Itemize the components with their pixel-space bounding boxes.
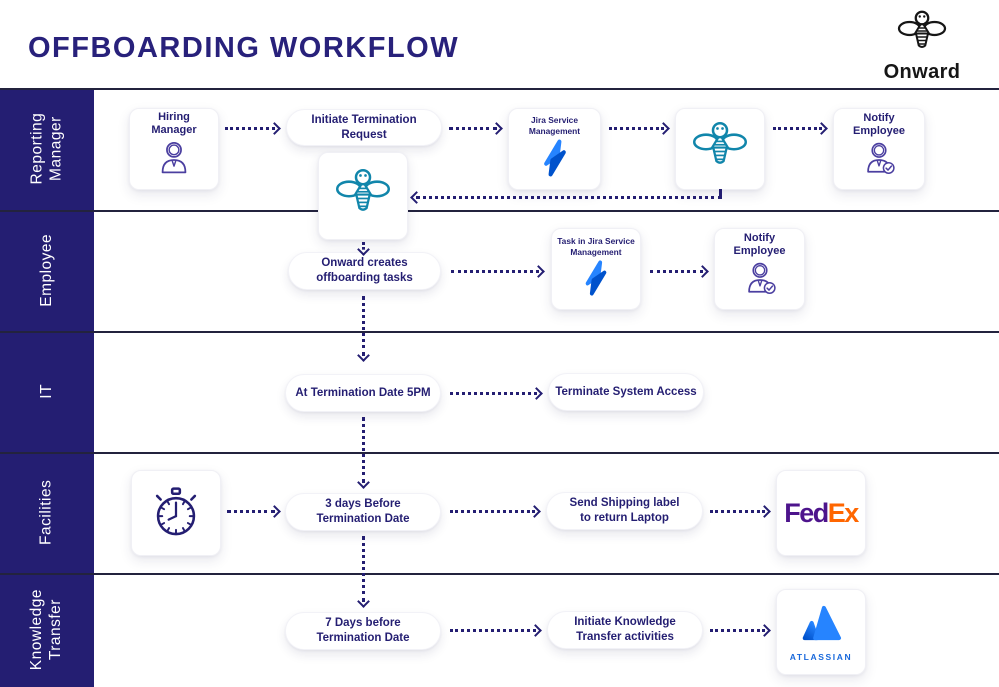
lane-label-facilities: Facilities (37, 479, 55, 546)
lane-divider (0, 331, 999, 333)
dotted-arrow-right (609, 121, 670, 135)
stopwatch-icon (144, 479, 208, 548)
card-stopwatch (131, 470, 221, 556)
atlassian-icon (792, 602, 850, 649)
onward-logo: Onward (867, 8, 977, 84)
page-title: OFFBOARDING WORKFLOW (28, 32, 460, 64)
pill-initiate-termination-request: Initiate Termination Request (286, 109, 442, 146)
dotted-arrow-right (710, 623, 771, 637)
swimlane-sidebar (0, 88, 94, 687)
onward-bee-icon (334, 166, 392, 227)
card-onward-bee-right (675, 108, 765, 190)
dotted-arrow-right (449, 121, 503, 135)
pill-7-days-before-termination-date: 7 Days before Termination Date (285, 612, 441, 650)
jira-service-management-icon (579, 259, 613, 302)
pill-onward-creates-offboarding-tasks: Onward creates offboarding tasks (288, 252, 441, 290)
dotted-arrow-down (356, 536, 370, 608)
person-check-icon (737, 259, 783, 306)
card-hiring-manager: Hiring Manager (129, 108, 219, 190)
pill-terminate-system-access: Terminate System Access (548, 373, 704, 411)
lane-label-employee: Employee (37, 234, 55, 307)
fedex-wordmark: FedEx (784, 497, 859, 528)
dotted-arrow-down (356, 417, 370, 489)
dotted-arrow-right (451, 264, 545, 278)
card-jira-service-management: Jira Service Management (508, 108, 601, 190)
card-notify-employee-manager: Notify Employee (833, 108, 925, 190)
onward-bee-icon (691, 119, 749, 180)
pill-3-days-before-termination-date: 3 days Before Termination Date (285, 493, 441, 531)
dotted-arrow-right (450, 386, 543, 400)
atlassian-wordmark: ATLASSIAN (789, 652, 853, 662)
dotted-arrow-right (650, 264, 709, 278)
dotted-arrow-right (227, 504, 281, 518)
dotted-arrow-right (450, 504, 541, 518)
pill-send-shipping-label: Send Shipping label to return Laptop (546, 492, 703, 530)
lane-label-knowledge-transfer: Knowledge Transfer (28, 589, 64, 671)
card-fedex: FedEx (776, 470, 866, 556)
card-task-in-jira-service-management: Task in Jira Service Management (551, 228, 641, 310)
card-notify-employee: Notify Employee (714, 228, 805, 310)
lane-label-it: IT (37, 384, 55, 399)
dotted-arrow-right (450, 623, 542, 637)
pill-initiate-knowledge-transfer: Initiate Knowledge Transfer activities (547, 611, 703, 649)
lane-divider (0, 452, 999, 454)
person-icon (152, 138, 196, 187)
dotted-connector (719, 189, 722, 196)
jira-service-management-icon (537, 138, 573, 183)
lane-divider (0, 88, 999, 90)
bee-icon (895, 8, 949, 63)
card-atlassian: ATLASSIAN (776, 589, 866, 675)
lane-label-reporting-manager: Reporting Manager (28, 113, 64, 185)
lane-divider (0, 573, 999, 575)
dotted-arrow-down (356, 296, 370, 362)
dotted-arrow-right (710, 504, 771, 518)
pill-at-termination-date-5pm: At Termination Date 5PM (285, 374, 441, 412)
lane-divider (0, 210, 999, 212)
dotted-arrow-right (773, 121, 828, 135)
card-onward-bee-left (318, 152, 408, 240)
dotted-arrow-right (225, 121, 281, 135)
person-check-icon (856, 139, 902, 186)
dotted-arrow-down (356, 242, 370, 256)
brand-wordmark: Onward (883, 61, 961, 83)
dotted-arrow-left (410, 190, 722, 204)
